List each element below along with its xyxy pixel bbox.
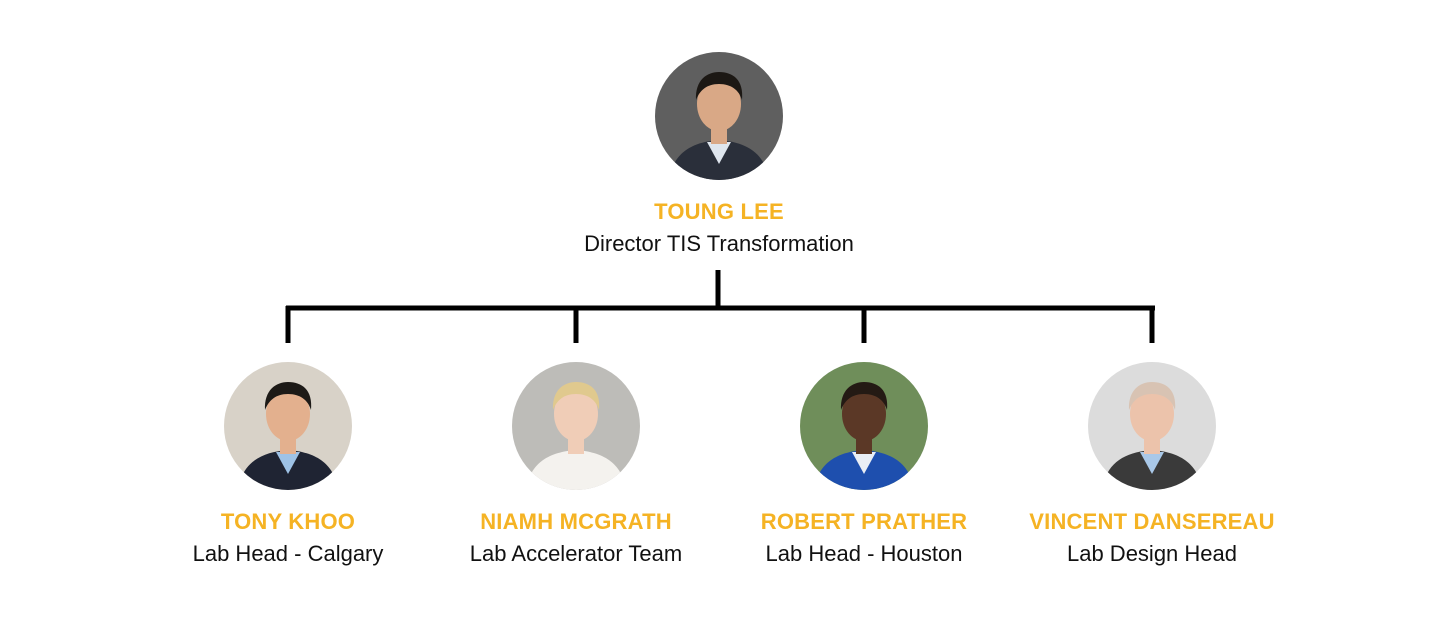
portrait-hair	[1128, 382, 1176, 410]
portrait-hair	[264, 382, 312, 410]
director-name: TOUNG LEE	[654, 199, 784, 224]
director-card: TOUNG LEE Director TIS Transformation	[569, 52, 869, 258]
portrait-face	[842, 387, 886, 441]
vincent-dansereau-name: VINCENT DANSEREAU	[1029, 509, 1275, 534]
portrait-image	[800, 362, 928, 490]
vincent-dansereau-role: Lab Design Head	[1066, 541, 1237, 566]
portrait-collar	[707, 142, 731, 164]
tony-khoo-name: TONY KHOO	[220, 509, 356, 534]
portrait-hair	[695, 72, 743, 100]
director-photo	[655, 52, 783, 180]
portrait-face	[554, 387, 598, 441]
portrait-hair	[840, 382, 888, 410]
tony-khoo-role: Lab Head - Calgary	[192, 541, 384, 566]
vincent-dansereau-photo	[1088, 362, 1216, 490]
director-role: Director TIS Transformation	[584, 231, 854, 256]
niamh-mcgrath-name: NIAMH MCGRATH	[480, 509, 672, 534]
portrait-image	[655, 52, 783, 180]
tony-khoo-photo	[224, 362, 352, 490]
robert-prather-name: ROBERT PRATHER	[760, 509, 968, 534]
robert-prather-photo	[800, 362, 928, 490]
portrait-collar	[1140, 452, 1164, 474]
niamh-mcgrath-role: Lab Accelerator Team	[469, 541, 683, 566]
portrait-face	[1130, 387, 1174, 441]
niamh-mcgrath-photo	[512, 362, 640, 490]
report-card-vincent-dansereau: VINCENT DANSEREAU Lab Design Head	[1002, 362, 1302, 568]
portrait-collar	[276, 452, 300, 474]
robert-prather-role: Lab Head - Houston	[765, 541, 963, 566]
report-card-robert-prather: ROBERT PRATHER Lab Head - Houston	[714, 362, 1014, 568]
report-card-tony-khoo: TONY KHOO Lab Head - Calgary	[138, 362, 438, 568]
report-card-niamh-mcgrath: NIAMH MCGRATH Lab Accelerator Team	[426, 362, 726, 568]
portrait-collar	[564, 452, 588, 474]
portrait-image	[512, 362, 640, 490]
portrait-image	[224, 362, 352, 490]
portrait-face	[266, 387, 310, 441]
portrait-image	[1088, 362, 1216, 490]
portrait-face	[697, 77, 741, 131]
portrait-collar	[852, 452, 876, 474]
portrait-hair	[552, 382, 600, 410]
